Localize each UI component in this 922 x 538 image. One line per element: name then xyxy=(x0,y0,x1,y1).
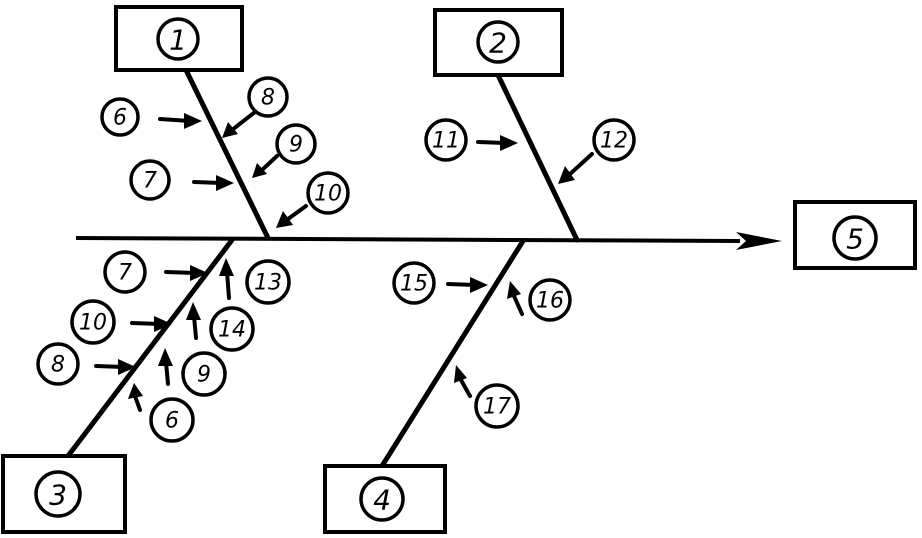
b1-node-6: 6 xyxy=(100,97,202,137)
b3-node-9: 9 xyxy=(158,348,227,397)
spine-arrowhead xyxy=(736,232,782,250)
svg-text:7: 7 xyxy=(143,169,157,194)
b1-node-8: 8 xyxy=(222,76,289,138)
b1-node-9: 9 xyxy=(252,123,317,178)
box-4-label: 4 xyxy=(373,484,391,517)
svg-text:10: 10 xyxy=(314,182,342,207)
b2-node-11: 11 xyxy=(424,118,518,162)
b2-node-12: 12 xyxy=(558,118,636,184)
b1-node-7: 7 xyxy=(129,159,234,201)
svg-text:13: 13 xyxy=(254,271,282,296)
cause-box-1: 1 xyxy=(114,5,244,72)
svg-text:8: 8 xyxy=(261,86,275,111)
svg-text:14: 14 xyxy=(218,318,246,343)
b3-node-14: 14 xyxy=(186,302,255,352)
svg-text:12: 12 xyxy=(600,129,628,154)
box-2-label: 2 xyxy=(489,27,507,60)
svg-text:9: 9 xyxy=(197,363,211,388)
b3-node-13: 13 xyxy=(219,258,291,305)
svg-text:6: 6 xyxy=(165,409,179,434)
b3-node-7: 7 xyxy=(103,250,208,294)
svg-text:17: 17 xyxy=(483,395,511,420)
cause-box-2: 2 xyxy=(433,8,564,77)
bone-3 xyxy=(65,237,235,459)
svg-text:11: 11 xyxy=(432,129,460,154)
box-5-label: 5 xyxy=(846,223,864,256)
box-3-label: 3 xyxy=(49,479,67,512)
bone-4 xyxy=(379,238,526,469)
svg-text:8: 8 xyxy=(51,353,65,378)
svg-text:16: 16 xyxy=(536,289,564,314)
bone-1 xyxy=(183,67,271,241)
b1-node-10: 10 xyxy=(276,171,350,228)
bone-2 xyxy=(495,72,580,243)
svg-text:7: 7 xyxy=(118,261,132,286)
svg-text:15: 15 xyxy=(400,272,428,297)
b4-node-17: 17 xyxy=(454,365,520,429)
effect-box-5: 5 xyxy=(793,200,917,270)
svg-text:9: 9 xyxy=(289,133,303,158)
main-spine xyxy=(75,236,741,243)
b4-node-16: 16 xyxy=(507,278,572,322)
svg-text:6: 6 xyxy=(113,106,127,131)
b3-node-8: 8 xyxy=(36,342,136,386)
b3-node-6: 6 xyxy=(128,383,195,443)
box-1-label: 1 xyxy=(169,24,187,57)
svg-text:10: 10 xyxy=(79,311,107,336)
cause-box-3: 3 xyxy=(1,454,127,534)
b4-node-15: 15 xyxy=(392,261,488,305)
b3-node-10: 10 xyxy=(70,299,172,345)
cause-box-4: 4 xyxy=(323,464,447,534)
